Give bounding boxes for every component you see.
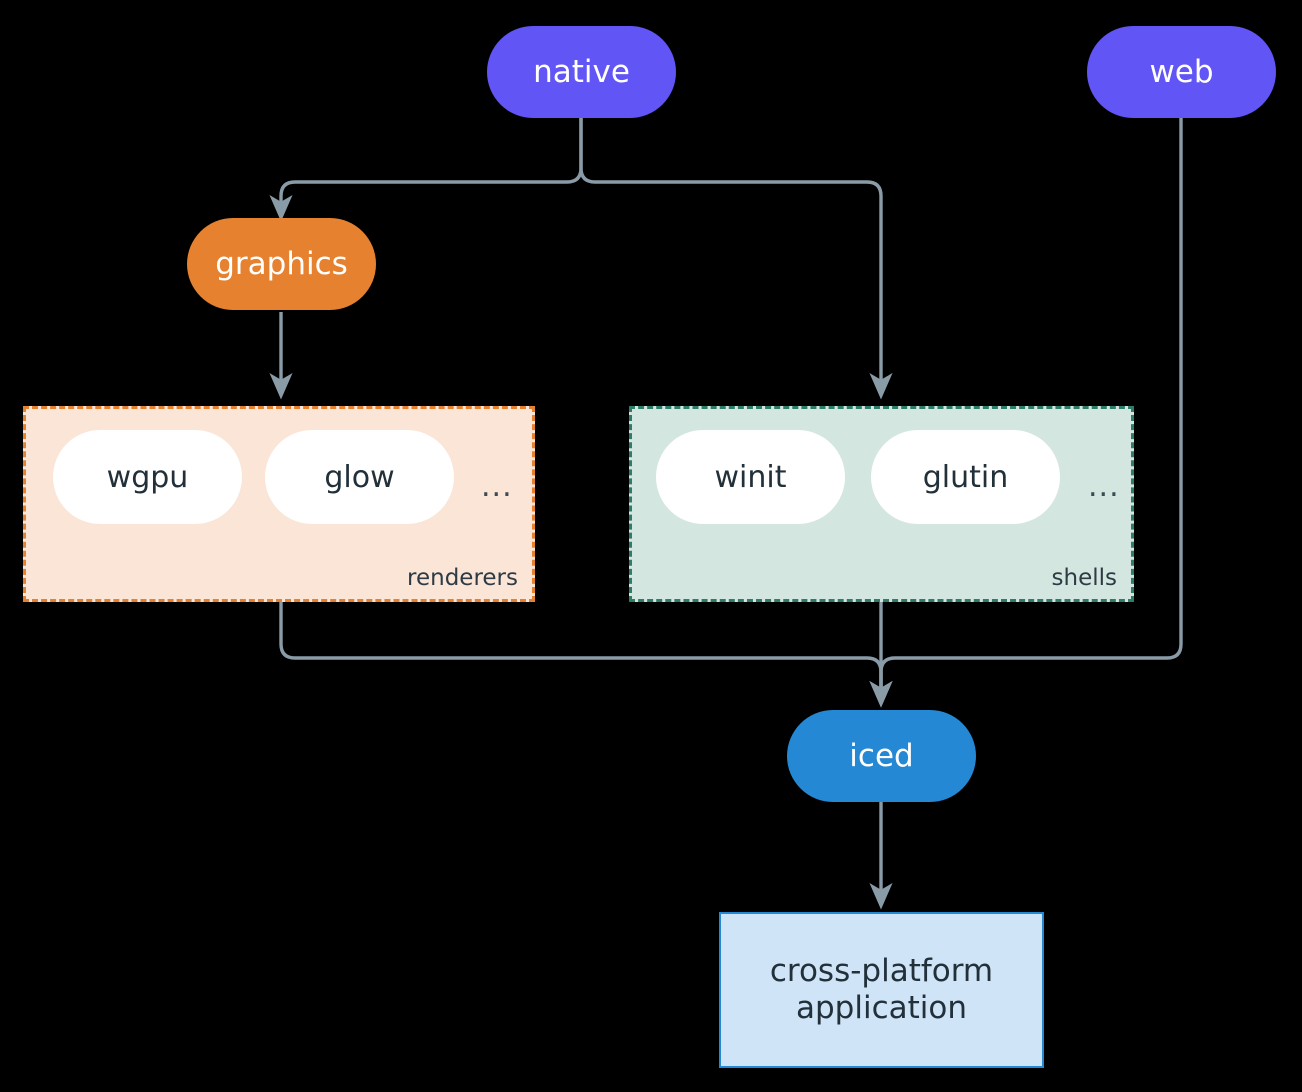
node-application-line2: application xyxy=(796,990,967,1026)
node-web-label: web xyxy=(1149,53,1214,90)
node-iced-label: iced xyxy=(849,737,914,774)
edge-renderers-to-iced xyxy=(279,602,893,708)
node-graphics[interactable]: graphics xyxy=(187,218,376,310)
group-shells-label: shells xyxy=(1051,565,1117,591)
node-native[interactable]: native xyxy=(487,26,676,118)
node-graphics-label: graphics xyxy=(215,245,348,282)
group-item-glutin[interactable]: glutin xyxy=(871,430,1060,524)
node-application-line1: cross-platform xyxy=(769,953,994,990)
group-renderers: wgpu glow ... renderers xyxy=(23,406,535,602)
group-item-glow-label: glow xyxy=(324,459,395,495)
group-renderers-label: renderers xyxy=(407,565,518,591)
group-item-wgpu-label: wgpu xyxy=(106,459,189,495)
node-web[interactable]: web xyxy=(1087,26,1276,118)
group-item-glow[interactable]: glow xyxy=(265,430,454,524)
group-item-wgpu[interactable]: wgpu xyxy=(53,430,242,524)
group-item-winit[interactable]: winit xyxy=(656,430,845,524)
group-shells: winit glutin ... shells xyxy=(629,406,1134,602)
node-native-label: native xyxy=(533,53,630,90)
group-item-winit-label: winit xyxy=(714,459,787,495)
edge-native-to-shells xyxy=(579,116,893,400)
group-shells-overflow-ellipsis: ... xyxy=(1088,469,1120,504)
group-item-glutin-label: glutin xyxy=(922,459,1009,495)
node-iced[interactable]: iced xyxy=(787,710,976,802)
edge-native-to-graphics xyxy=(269,116,583,222)
group-renderers-overflow-ellipsis: ... xyxy=(481,469,513,504)
node-application[interactable]: cross-platform application xyxy=(719,912,1044,1068)
